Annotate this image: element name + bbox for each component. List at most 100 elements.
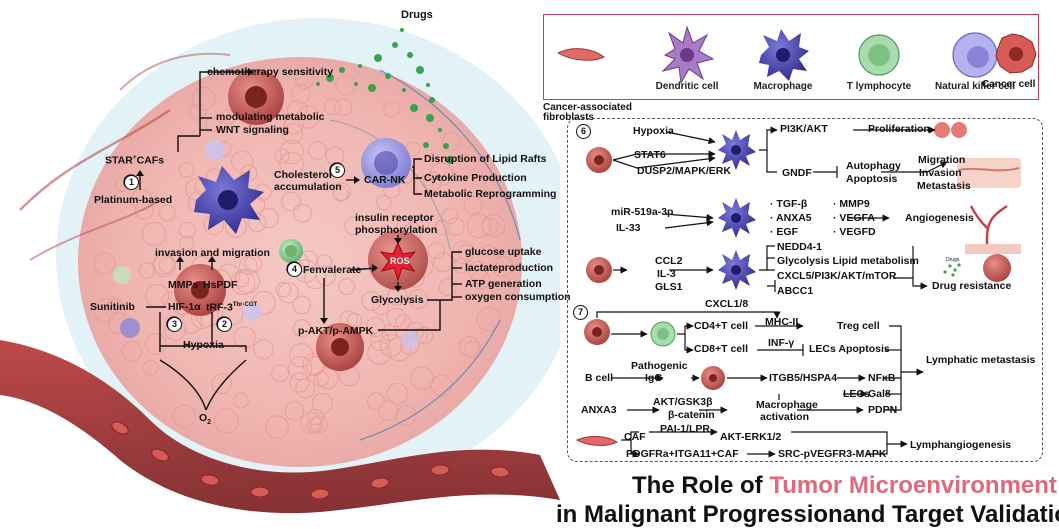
drug-particle: [416, 66, 424, 74]
p-metastasis-label: Metastasis: [917, 180, 971, 192]
p-anxa3-label: ANXA3: [581, 404, 617, 416]
drug-particle: [400, 28, 404, 32]
fenvalerate-label: Fenvalerate: [303, 264, 362, 276]
tumor-cell-outline: [191, 86, 216, 111]
sunitinib-label: Sunitinib: [90, 301, 135, 313]
tumor-cell-outline: [332, 182, 351, 201]
lymphatic-fiber: [379, 69, 521, 241]
tumor-cell-outline: [238, 256, 258, 275]
tumor-cell-outline: [481, 217, 499, 235]
title-prefix: The Role of: [632, 472, 770, 499]
drugs-label: Drugs: [401, 9, 433, 21]
nk-cell-small: [205, 140, 225, 160]
tumor-cell-outline: [235, 268, 261, 294]
tumor-cell-outline: [233, 271, 250, 288]
p-autophagy-label: Autophagy: [846, 160, 901, 172]
tumor-cell-outline: [221, 303, 244, 326]
p-treg-label: Treg cell: [837, 320, 880, 332]
tumor-cell-outline: [265, 415, 289, 439]
disruption-label: Disruption of Lipid Rafts: [424, 153, 547, 165]
tumor-cell-outline: [441, 207, 459, 224]
legend-cancer-icon-wrap: [995, 33, 1037, 74]
p-invasion-label: Invasion: [919, 167, 962, 179]
p-inf-label: INF-γ: [768, 337, 795, 349]
tumor-cell-outline: [284, 401, 305, 421]
p-dusp-label: DUSP2/MAPK/ERK: [637, 165, 731, 177]
p-drugs-small-label: Drugs: [946, 257, 960, 263]
legend-macrophage-label: Macrophage: [753, 81, 813, 92]
drug-particle: [443, 143, 449, 149]
pakt-label: p-AKT/p-AMPK: [298, 325, 374, 337]
tumor-cell-outline: [289, 372, 310, 393]
fibroblast-streak: [119, 52, 231, 91]
panel-macrophage-1: [718, 130, 756, 170]
tumor-cell-outline: [441, 131, 461, 151]
p-lymph-metastasis-label: Lymphatic metastasis: [926, 354, 1036, 366]
tumor-cell-outline: [344, 216, 364, 236]
tumor-cell-outline: [492, 255, 514, 277]
tumor-cell-outline: [252, 290, 276, 315]
cancer-cell-hypoxia: [174, 264, 226, 316]
dendritic-cell-icon: [661, 25, 715, 85]
tumor-cell-outline: [141, 221, 167, 247]
tumor-cell-outline: [334, 98, 353, 117]
p-glyco-lipid-label: Glycolysis Lipid metabolism: [777, 255, 919, 267]
tumor-cell-outline: [283, 114, 304, 135]
p-pathogenic-label-1: Pathogenic: [631, 360, 688, 372]
tumor-cell-outline: [145, 333, 167, 355]
drug-particle: [339, 67, 345, 73]
cytokine-label: Cytokine Production: [424, 172, 527, 184]
tumor-cell-outline: [189, 103, 207, 121]
p-caf-label: CAF: [624, 431, 646, 443]
tumor-cell-outline: [142, 359, 159, 376]
drug-particle: [368, 84, 376, 92]
p-cxcl18-label: CXCL1/8: [705, 298, 749, 310]
tumor-cell-outline: [295, 69, 315, 90]
drug-particle: [358, 64, 362, 68]
red-blood-cells: [111, 421, 510, 500]
fibroblast-streak: [19, 108, 171, 211]
title-line-2: in Malignant Progressionand Target Valid…: [556, 501, 1059, 528]
drug-particle: [429, 97, 435, 103]
tumor-cell-outline: [379, 333, 403, 357]
drug-particle: [402, 88, 406, 92]
tumor-cell-outline: [274, 148, 290, 164]
p-migration-label: Migration: [918, 154, 966, 166]
tumor-cell-outline: [253, 339, 274, 360]
legend-icons: [556, 25, 998, 85]
tumor-illustration: [0, 18, 560, 514]
tumor-cell-outline: [457, 244, 475, 262]
step-4-marker: 4: [287, 262, 302, 277]
tumor-cell-outline: [211, 373, 232, 395]
legend-caf-label-2: fibroblasts: [543, 112, 595, 123]
p-cd4-label: CD4+T cell: [694, 320, 748, 332]
tumor-cell-outline: [476, 306, 502, 332]
p-cd8-label: CD8+T cell: [694, 343, 748, 355]
tumor-cell-outline: [299, 250, 318, 269]
p-anxa5-label: · ANXA5: [770, 212, 812, 224]
tumor-cell-outline: [310, 415, 328, 434]
tumor-cell-outline: [178, 162, 195, 178]
insulin-label-1: insulin receptor: [355, 212, 434, 224]
tumor-cell-outline: [93, 298, 118, 323]
tumor-cell-outline: [279, 139, 304, 165]
metabolic-reprog-label: Metabolic Reprogramming: [424, 188, 557, 200]
panel-cancer-cell-3: [584, 319, 610, 345]
drug-particle: [426, 83, 430, 87]
tumor-cell-outline: [258, 208, 279, 229]
tumor-cell-outline: [179, 221, 196, 239]
tumor-cell-outline: [386, 307, 406, 327]
cancer-cell-top: [228, 69, 284, 125]
panel-macrophage-2: [718, 198, 756, 238]
p-macrophage-label-1: Macrophage: [756, 399, 818, 411]
drug-particle: [374, 54, 382, 62]
p-abcc1-label: ABCC1: [777, 285, 814, 297]
tumor-cell-outline: [172, 404, 196, 428]
wnt-signaling-label: WNT signaling: [216, 124, 289, 136]
nk-cell-small: [120, 318, 140, 338]
drug-particle: [446, 156, 454, 164]
platinum-label: Platinum-based: [94, 194, 173, 206]
tumor-cell-outline: [93, 252, 116, 275]
tumor-cell-outline: [308, 141, 327, 160]
tumor-cell-outline: [275, 281, 292, 298]
